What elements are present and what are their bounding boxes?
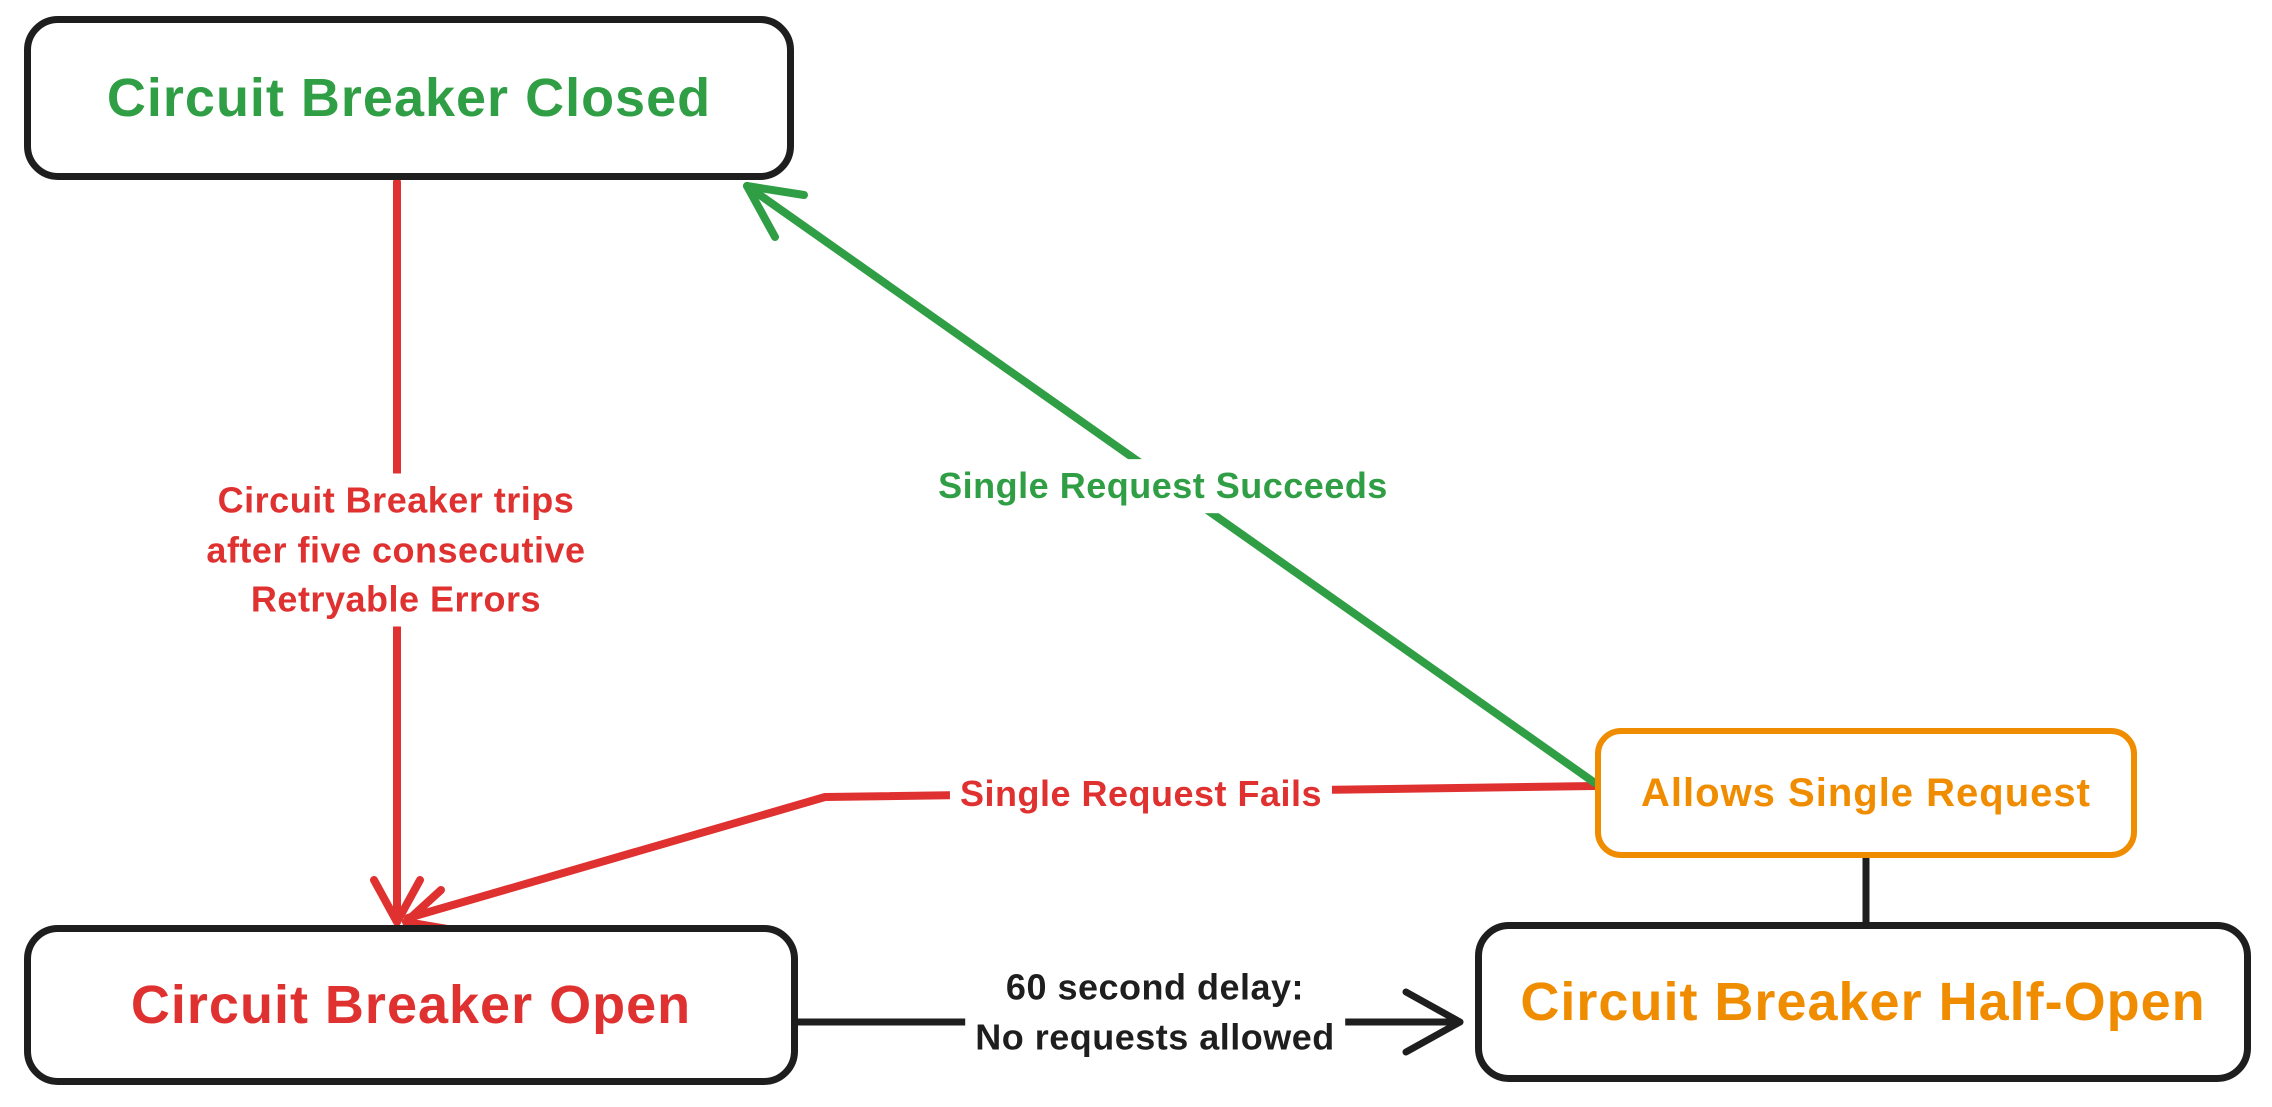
node-circuit-breaker-half-open-label: Circuit Breaker Half-Open — [1520, 972, 2206, 1032]
node-circuit-breaker-open-label: Circuit Breaker Open — [130, 975, 692, 1035]
node-circuit-breaker-closed: Circuit Breaker Closed — [24, 16, 794, 180]
edge-label-trips: Circuit Breaker trips after five consecu… — [196, 473, 596, 627]
arrow-up-left-icon — [743, 182, 808, 241]
edge-label-succeeds: Single Request Succeeds — [928, 459, 1398, 513]
arrow-right-icon — [1402, 988, 1464, 1056]
edge-label-fails: Single Request Fails — [949, 767, 1333, 821]
node-allows-single-request-label: Allows Single Request — [1641, 770, 2091, 815]
node-circuit-breaker-closed-label: Circuit Breaker Closed — [106, 68, 712, 128]
node-circuit-breaker-open: Circuit Breaker Open — [24, 925, 798, 1085]
node-circuit-breaker-half-open: Circuit Breaker Half-Open — [1475, 922, 2251, 1082]
node-allows-single-request: Allows Single Request — [1595, 728, 2137, 858]
edge-label-delay: 60 second delay: No requests allowed — [965, 960, 1345, 1064]
arrow-down-icon — [370, 876, 424, 926]
